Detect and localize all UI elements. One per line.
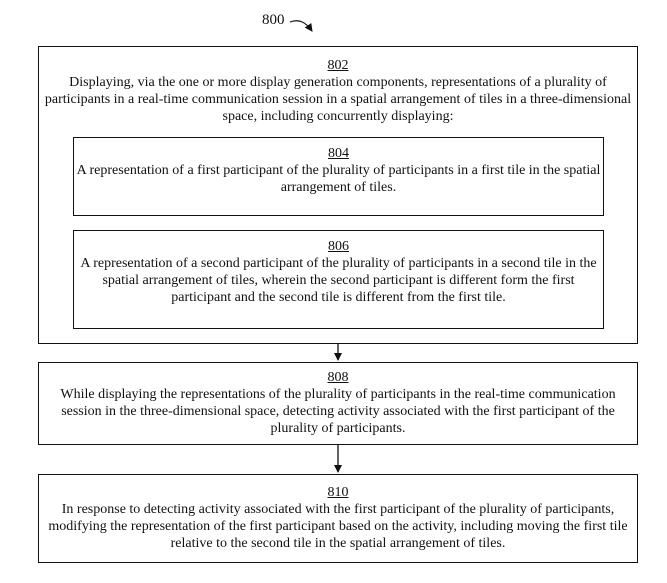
step-802-ref: 802 bbox=[327, 58, 349, 73]
step-804-text: A representation of a first participant … bbox=[76, 163, 601, 195]
step-804-box: 804 A representation of a first particip… bbox=[73, 137, 604, 216]
step-808-box: 808 While displaying the representations… bbox=[38, 362, 638, 445]
step-806-ref: 806 bbox=[328, 239, 349, 254]
figure-label: 800 bbox=[262, 12, 285, 28]
step-806-text: A representation of a second participant… bbox=[80, 256, 597, 305]
step-804-ref: 804 bbox=[328, 146, 349, 161]
step-808-ref: 808 bbox=[327, 370, 349, 385]
step-808-text: While displaying the representations of … bbox=[60, 387, 616, 436]
step-810-ref: 810 bbox=[327, 485, 349, 500]
step-810-box: 810 In response to detecting activity as… bbox=[38, 474, 638, 563]
step-806-box: 806 A representation of a second partici… bbox=[73, 230, 604, 329]
step-810-text: In response to detecting activity associ… bbox=[48, 502, 628, 551]
step-802-text: Displaying, via the one or more display … bbox=[44, 75, 632, 124]
figure-label-arrow bbox=[289, 20, 313, 32]
